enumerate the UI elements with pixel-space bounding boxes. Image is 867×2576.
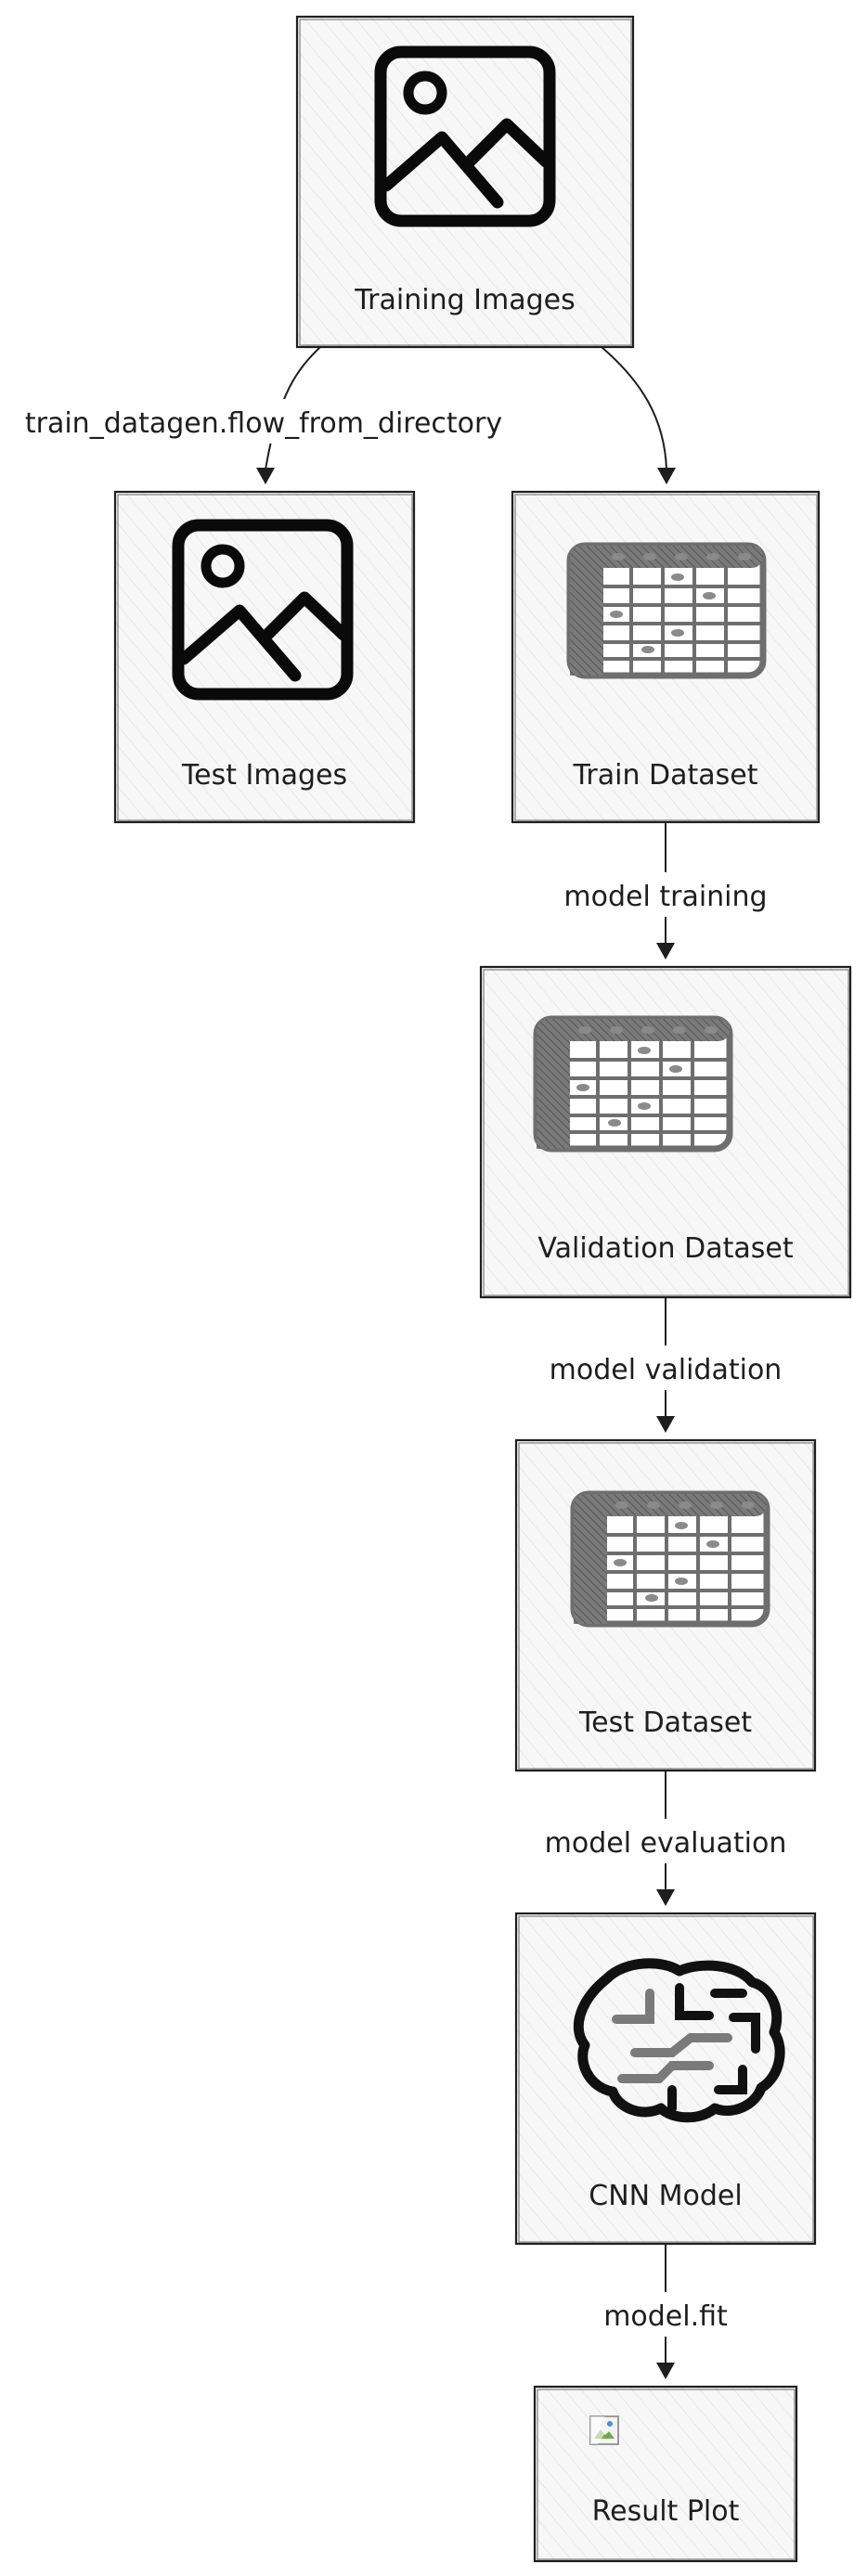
node-result-plot[interactable]: Result Plot <box>533 2385 798 2563</box>
edge-label-text: model validation <box>550 1354 783 1386</box>
node-label: Test Dataset <box>578 1707 752 1739</box>
node-label: Training Images <box>354 284 576 316</box>
edge-label-model-evaluation: model evaluation <box>545 1819 787 1863</box>
node-label: CNN Model <box>589 2180 742 2212</box>
node-test-dataset[interactable]: Test Dataset <box>514 1438 817 1772</box>
node-test-images[interactable]: Test Images <box>113 490 416 824</box>
node-training-images[interactable]: Training Images <box>295 15 635 349</box>
node-validation-dataset[interactable]: Validation Dataset <box>479 965 852 1299</box>
edge-training-to-train-dataset <box>601 346 676 484</box>
node-label: Validation Dataset <box>537 1232 793 1265</box>
edge-label-text: train_datagen.flow_from_directory <box>25 407 502 440</box>
edge-label-text: model evaluation <box>545 1827 787 1860</box>
edge-label-text: model.fit <box>603 2300 728 2333</box>
edge-label-model-validation: model validation <box>548 1346 783 1390</box>
node-label: Train Dataset <box>573 759 758 792</box>
node-cnn-model[interactable]: CNN Model <box>514 1912 817 2246</box>
table-icon <box>570 546 763 676</box>
edge-label-model-fit: model.fit <box>594 2292 737 2337</box>
broken-image-icon <box>589 2415 619 2445</box>
node-train-dataset[interactable]: Train Dataset <box>511 490 821 824</box>
edge-label-flow-from-directory: train_datagen.flow_from_directory <box>9 399 515 444</box>
table-icon <box>574 1494 767 1624</box>
edge-training-to-test-images <box>256 346 321 484</box>
table-icon <box>537 1019 730 1149</box>
edge-label-text: model training <box>563 881 767 913</box>
edge-label-model-training: model training <box>559 872 772 917</box>
node-label: Result Plot <box>592 2495 740 2528</box>
node-label: Test Images <box>181 759 347 792</box>
